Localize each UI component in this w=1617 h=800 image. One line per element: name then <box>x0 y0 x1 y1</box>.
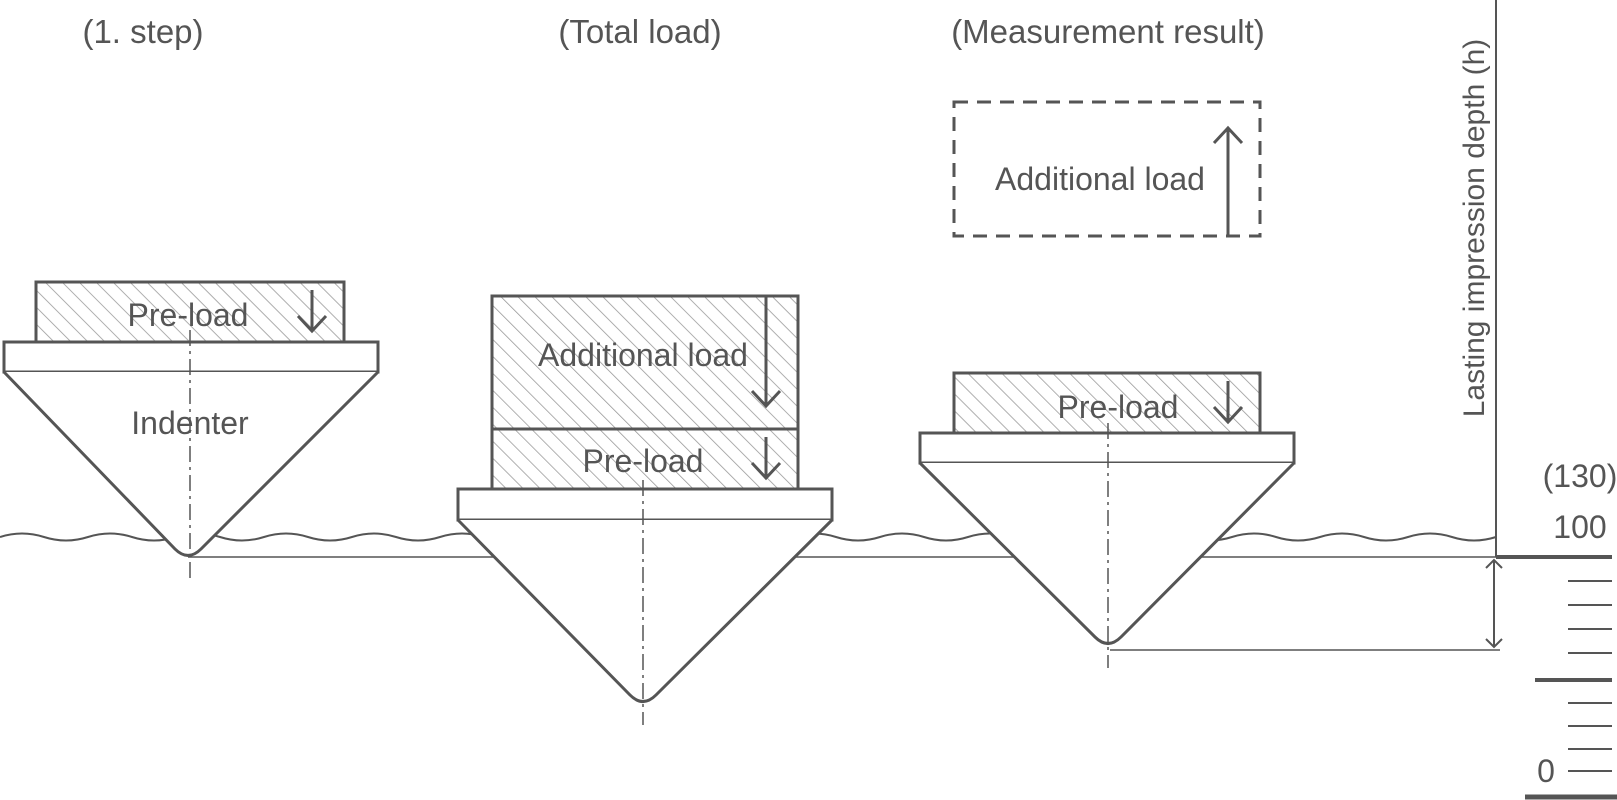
indenter-cone-1 <box>2 370 380 557</box>
indenter-step-1: Pre-load Indenter <box>2 280 380 578</box>
indenter-cone-3 <box>918 461 1296 645</box>
preload-label-1: Pre-load <box>128 297 249 333</box>
down-arrow-icon <box>1212 381 1244 425</box>
scale-label-130: (130) <box>1543 458 1617 494</box>
preload-weight-2 <box>490 427 800 491</box>
indenter-flange-2 <box>456 487 834 522</box>
depth-axis-title: Lasting impression depth (h) <box>1458 39 1491 418</box>
removed-additional-load-label: Additional load <box>995 161 1205 197</box>
indenter-flange-1 <box>2 340 380 374</box>
preload-label-2: Pre-load <box>583 443 704 479</box>
indenter-measurement-result: Additional load Pre-load <box>918 100 1296 668</box>
indenter-cone-2 <box>456 518 834 703</box>
preload-weight-3 <box>952 371 1262 435</box>
title-step-1: (1. step) <box>82 13 203 50</box>
title-total-load: (Total load) <box>558 13 721 50</box>
preload-label-3: Pre-load <box>1058 389 1179 425</box>
down-arrow-icon <box>296 290 328 334</box>
scale-label-100: 100 <box>1553 509 1606 545</box>
removed-additional-load-box <box>952 100 1262 238</box>
indenter-total-load: Additional load Pre-load <box>456 294 834 725</box>
scale-label-0: 0 <box>1537 753 1555 789</box>
title-measurement-result: (Measurement result) <box>951 13 1265 50</box>
additional-load-label: Additional load <box>538 337 748 373</box>
depth-dimension-arrow <box>1485 558 1503 649</box>
depth-scale: Lasting impression depth (h) (130) 100 0 <box>1458 0 1617 800</box>
indenter-flange-3 <box>918 431 1296 465</box>
additional-load-weight <box>490 294 800 431</box>
up-arrow-icon <box>1212 125 1244 236</box>
down-arrow-icon <box>750 437 782 481</box>
indenter-label: Indenter <box>131 405 249 441</box>
down-arrow-icon <box>750 296 782 409</box>
